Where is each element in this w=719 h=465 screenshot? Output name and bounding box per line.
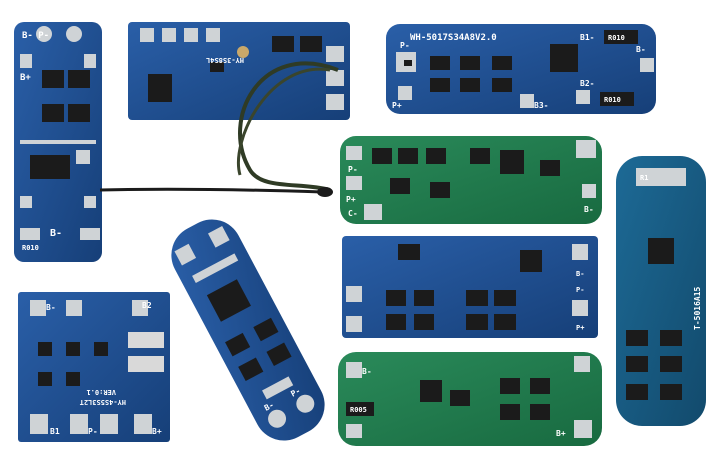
board-6: R005 B- B+ [338,352,602,446]
b3-resistor-bottom: R010 [604,96,621,104]
b3-pad-3: B2- [580,79,594,88]
thermistor-wire [99,61,339,197]
b3-pad-5: B- [636,45,646,54]
b4-pad-1: P+ [346,195,356,204]
b5-pad-2: P+ [576,324,584,332]
b1-bottom-label: B- [50,228,62,239]
b7-marking: HY-4S5S3L2T [80,398,126,406]
b8-resistor: R1 [640,174,648,182]
board-8: R1 T-5016A15 [616,156,706,426]
b5-pad-1: P- [576,286,584,294]
b3-pad-0: P- [400,41,410,50]
b8-marking: T-5016A15 [693,286,702,330]
b4-pad-3: B- [584,205,594,214]
b4-pad-2: C- [348,209,358,218]
b3-pad-2: B3- [534,101,548,110]
b2-marking: HY-3S8S4L [206,56,244,64]
b7-pad-0: B- [46,303,56,312]
board-9: B- P- [171,219,325,441]
b3-pad-4: B1- [580,33,594,42]
board-4: P- P+ C- B- [340,136,602,224]
board-5: B- P- P+ [342,236,598,338]
b5-pad-0: B- [576,270,584,278]
b6-pad-1: B+ [556,429,566,438]
b7-pad-1: B2 [142,301,152,310]
board-7: B- B2 B1 P- B+ HY-4S5S3L2T VER:0.1 [18,292,170,442]
b1-top-label: B- P- [22,31,49,41]
board-3: WH-5017S34A8V2.0 R010 R010 P- P+ B3- B2-… [386,24,656,114]
b7-pad-2: B1 [50,427,60,436]
b6-resistor: R005 [350,406,367,414]
b1-resistor: R010 [22,244,39,252]
b7-version: VER:0.1 [86,388,116,396]
b7-pad-3: P- [88,427,98,436]
board-2: HY-3S8S4L [128,22,350,120]
b3-pad-1: P+ [392,101,402,110]
b6-pad-0: B- [362,367,372,376]
b1-mid-label: B+ [20,73,31,83]
b7-pad-4: B+ [152,427,162,436]
b9-pad-1: P- [289,386,302,398]
b4-pad-0: P- [348,165,358,174]
b3-resistor-top: R010 [608,34,625,42]
board-1: B- P- B+ B- R010 [14,22,102,262]
b9-pad-0: B- [263,400,276,412]
b3-marking: WH-5017S34A8V2.0 [410,33,497,43]
